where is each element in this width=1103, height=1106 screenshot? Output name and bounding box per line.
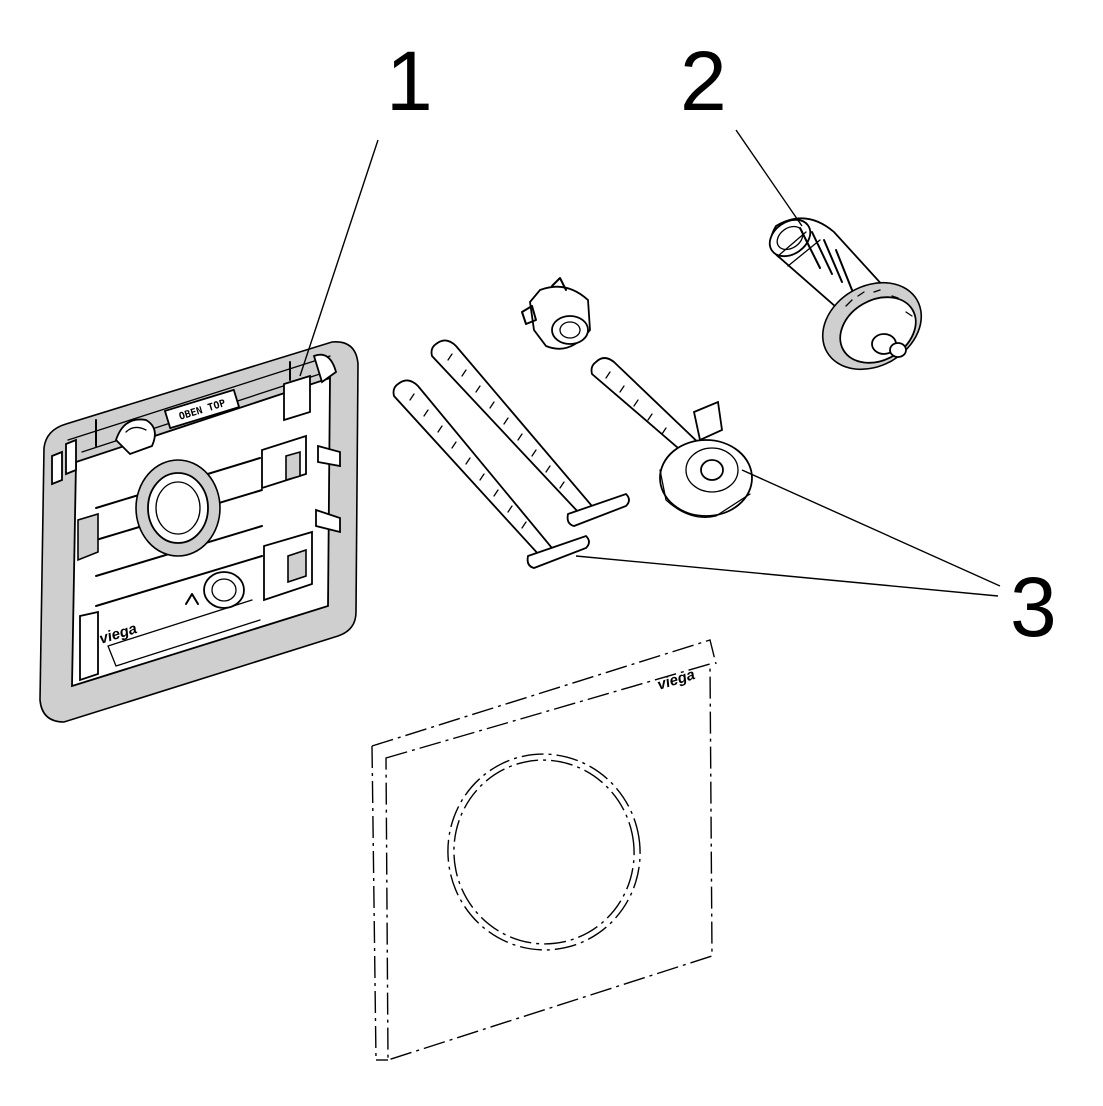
cover-brand-text: viega: [655, 666, 697, 693]
long-screw-b: [392, 379, 590, 569]
adapter-sleeve: [521, 277, 591, 350]
spacer-ring: [659, 400, 753, 518]
callout-3: 3: [1010, 560, 1057, 654]
actuator-cartridge: [768, 217, 923, 371]
callout-2: 2: [680, 34, 727, 128]
callout-1: 1: [386, 34, 433, 128]
cover-plate: viega: [371, 639, 717, 1061]
mounting-frame: OBEN TOP viega: [39, 341, 359, 723]
leader-lines: [299, 129, 1001, 597]
long-screw-a: [430, 339, 630, 527]
screw-set: [392, 277, 753, 569]
